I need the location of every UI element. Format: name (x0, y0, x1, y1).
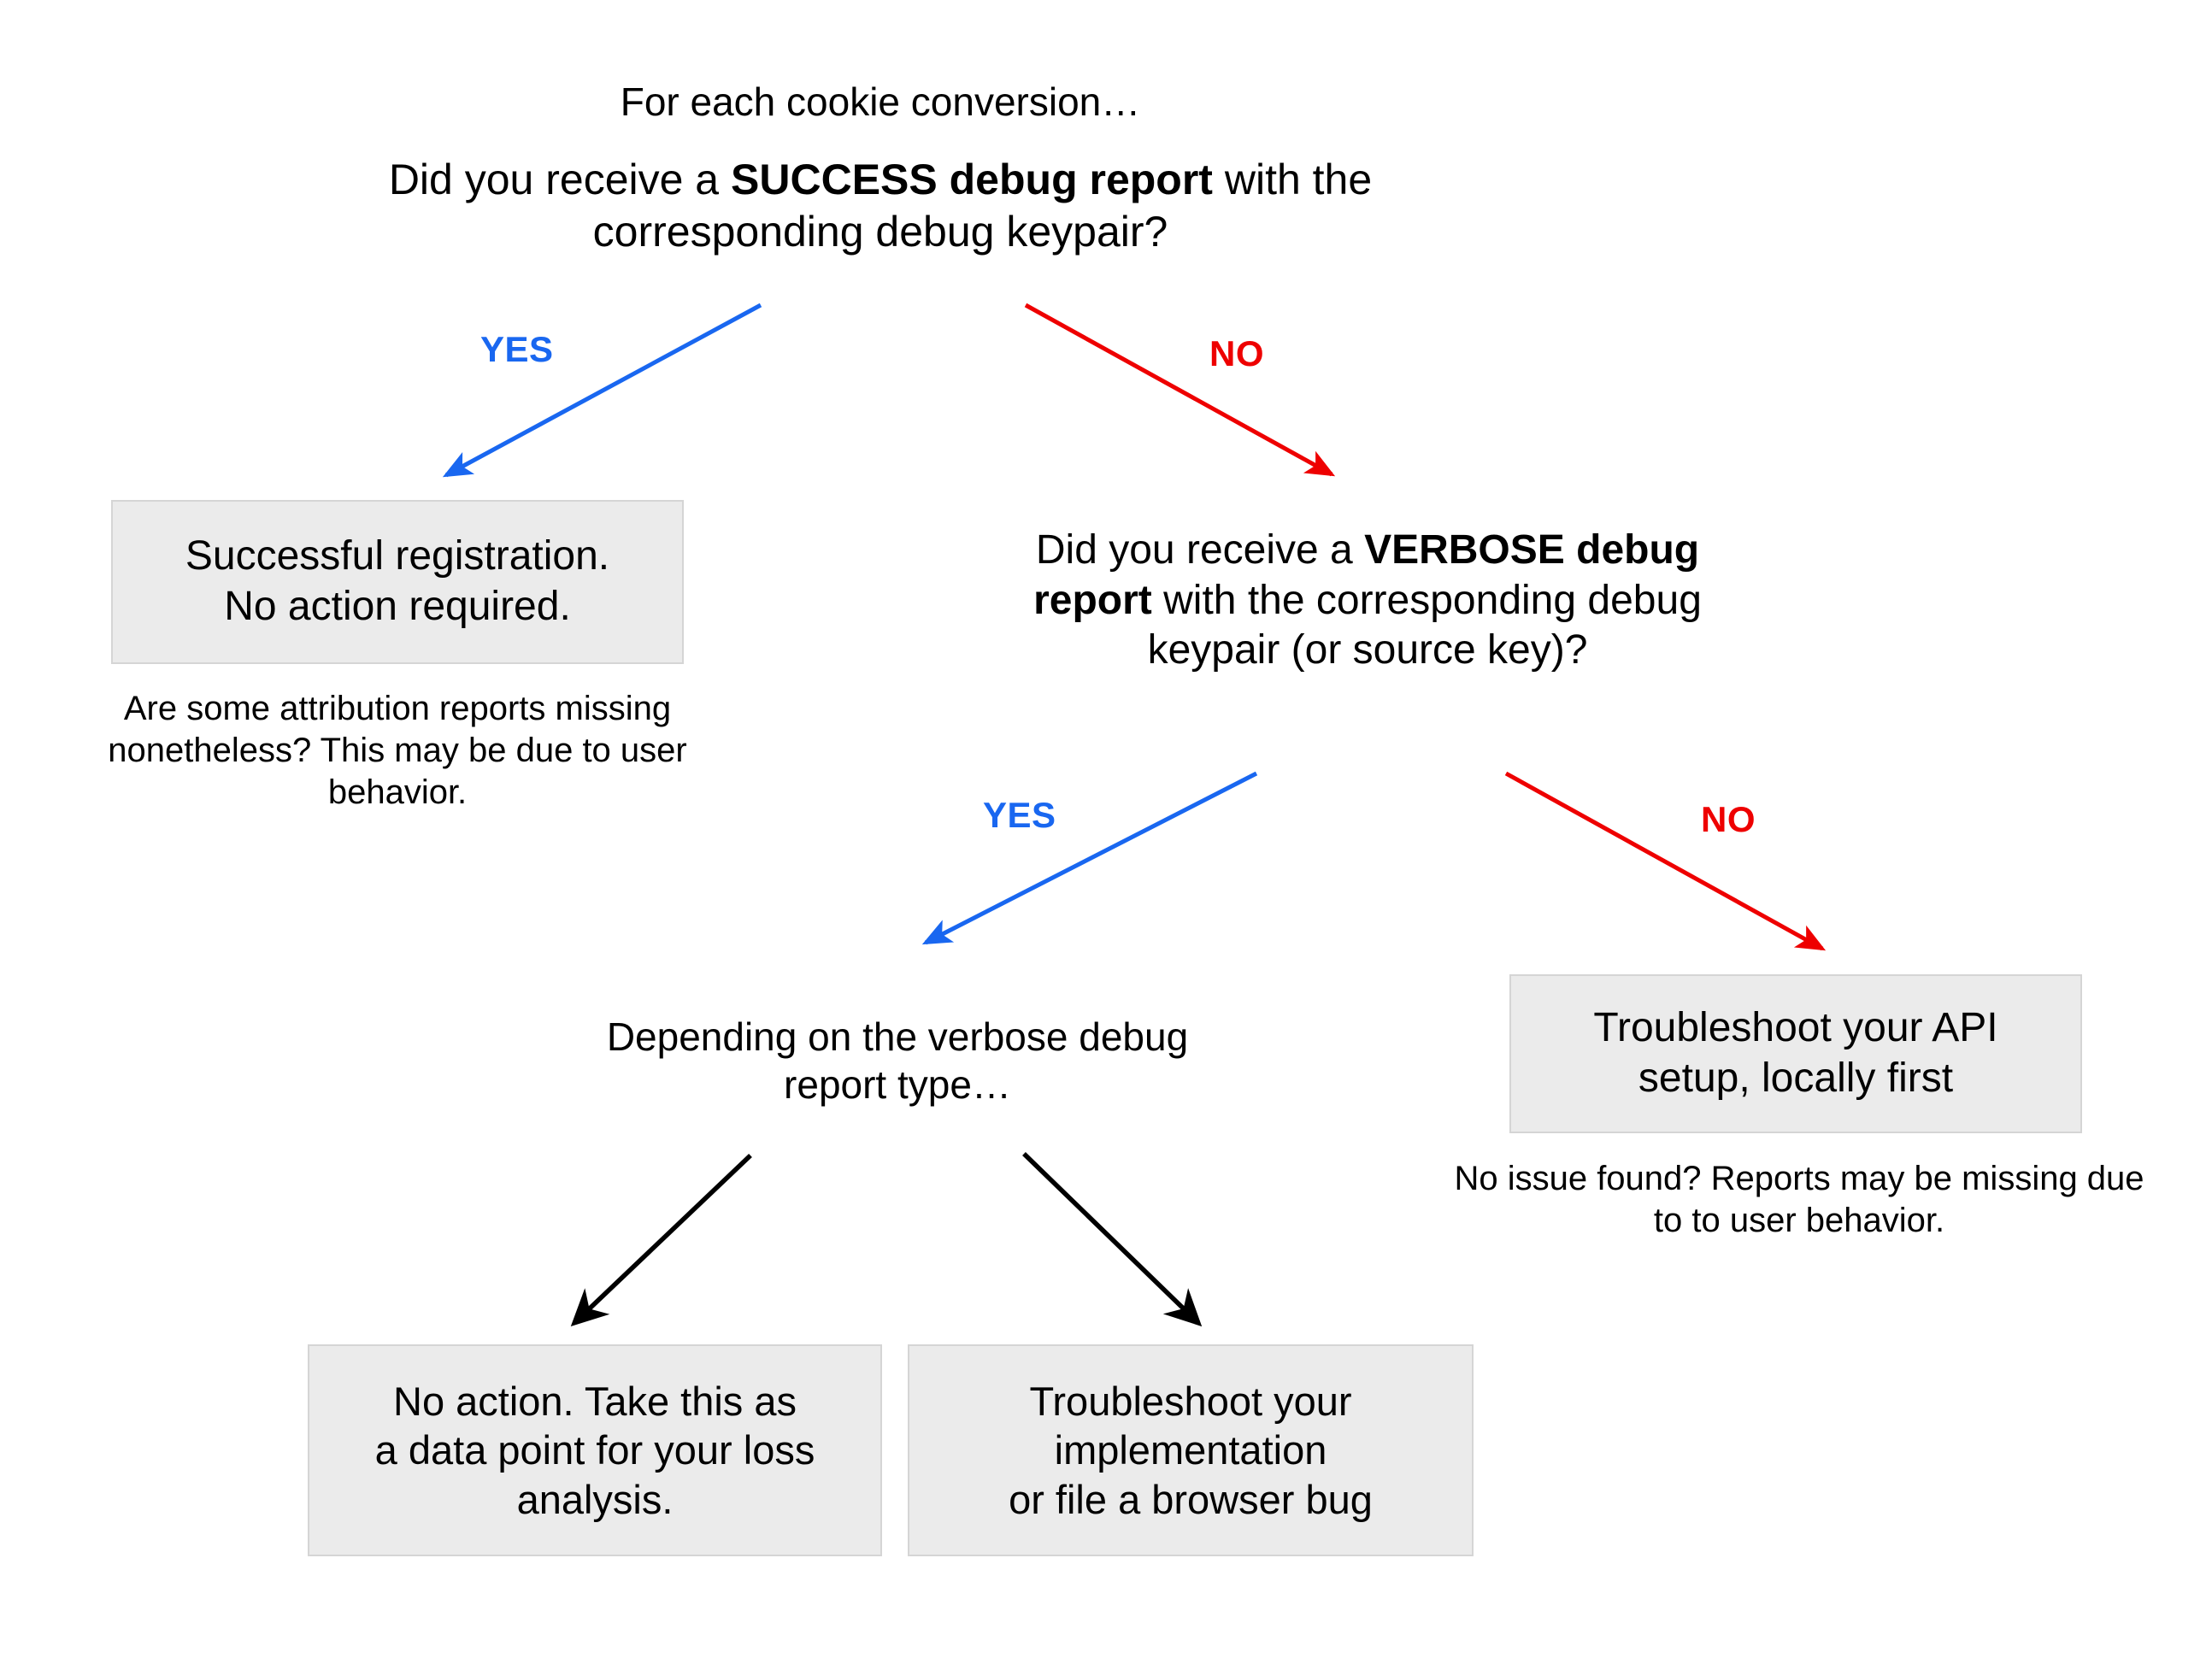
edge-label-no-1: NO (1209, 333, 1264, 373)
edge-label-yes-1: YES (480, 329, 554, 369)
question-success: Did you receive a SUCCESS debug report w… (282, 154, 1479, 258)
edge-label-yes-2: YES (983, 795, 1056, 835)
edge-no-1 (1024, 303, 1336, 477)
label-depending-on-report-type: Depending on the verbose debug report ty… (606, 1014, 1189, 1108)
node-troubleshoot-api-setup[interactable]: Troubleshoot your API setup, locally fir… (1509, 974, 2082, 1133)
note-attribution-missing: Are some attribution reports missing non… (108, 690, 687, 811)
question-verbose-strong: VERBOSE debug report (1033, 527, 1700, 623)
edge-label-no-2: NO (1701, 799, 1756, 839)
edge-yes-2 (921, 771, 1258, 945)
node-no-action-loss-analysis[interactable]: No action. Take this as a data point for… (308, 1344, 882, 1556)
node-successful-registration[interactable]: Successful registration. No action requi… (111, 500, 684, 664)
question-success-before: Did you receive a (388, 156, 732, 203)
node-troubleshoot-implementation[interactable]: Troubleshoot your implementation or file… (908, 1344, 1474, 1556)
question-verbose-before: Did you receive a (1035, 527, 1365, 573)
question-verbose: Did you receive a VERBOSE debug report w… (983, 526, 1752, 676)
question-verbose-after: with the corresponding debug keypair (or… (1147, 577, 1702, 673)
intro-text: For each cookie conversion… (620, 79, 1141, 124)
edge-report-type-right (1022, 1152, 1203, 1327)
edge-report-type-left (570, 1154, 752, 1327)
edge-no-2 (1504, 771, 1827, 951)
question-success-strong: SUCCESS debug report (731, 156, 1213, 203)
question-success-after: with the corresponding debug keypair? (592, 156, 1373, 256)
note-no-issue-found: No issue found? Reports may be missing d… (1454, 1160, 2144, 1239)
